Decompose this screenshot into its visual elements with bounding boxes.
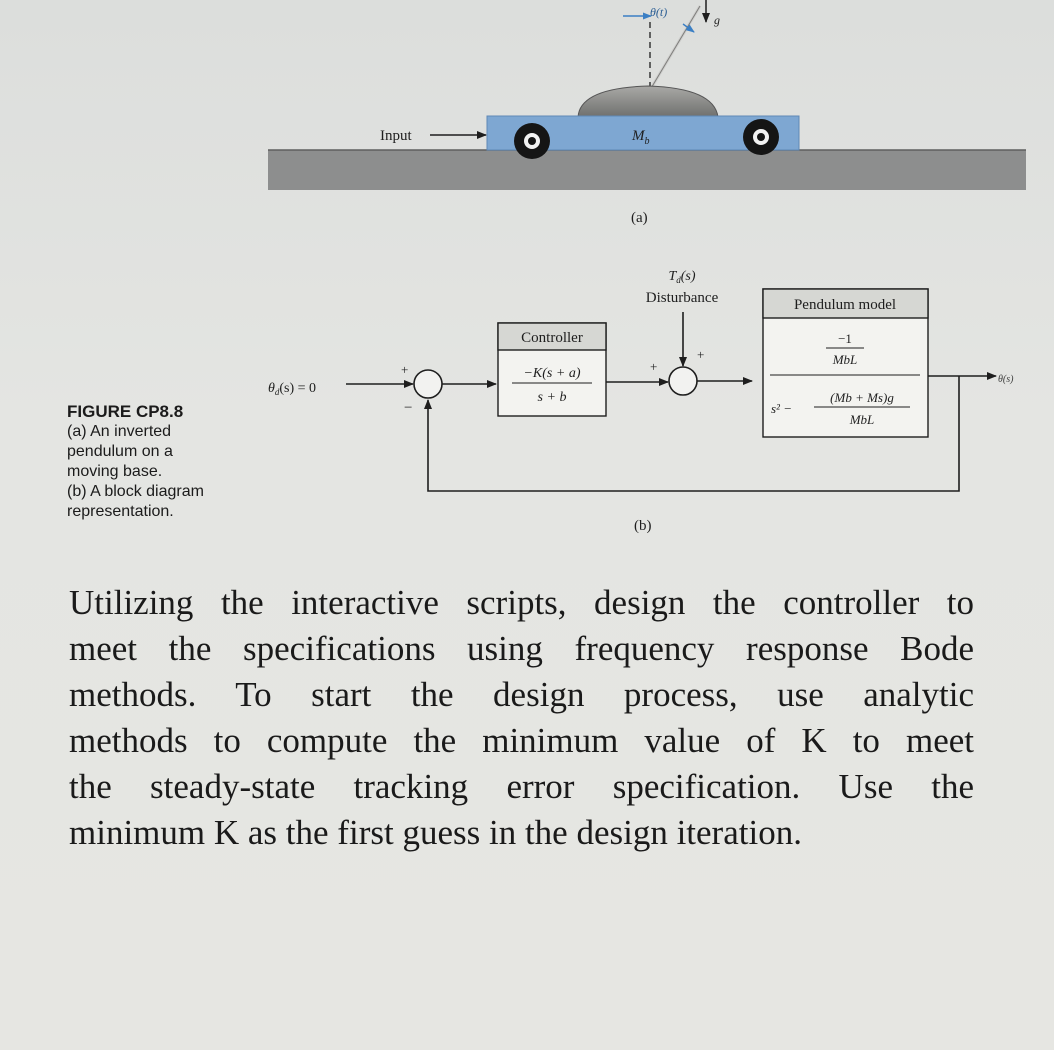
paragraph-line: Utilizing the interactive scripts, desig… xyxy=(69,583,974,622)
caption-line: (a) An inverted xyxy=(67,423,172,440)
paragraph-line: methods to compute the minimum value of … xyxy=(69,721,974,760)
input-label: Input xyxy=(380,128,412,144)
controller-denominator: s + b xyxy=(538,390,567,405)
feedback-path xyxy=(424,376,960,492)
sublabel-b: (b) xyxy=(634,518,652,534)
plant-numerator-top: −1 xyxy=(838,331,852,346)
cart-wheel-left xyxy=(514,123,550,159)
pendulum-model-title: Pendulum model xyxy=(794,297,896,313)
block-diagram: θd(s) = 0 + − Controller −K(s + a) s + b… xyxy=(268,269,1014,534)
caption-line: (b) A block diagram xyxy=(67,483,204,500)
disturbance-label: Disturbance xyxy=(646,290,719,306)
controller-numerator: −K(s + a) xyxy=(523,366,580,381)
pendulum-cart-illustration: Mb Input θ(t) g (a) xyxy=(268,0,1026,226)
reference-input-label: θd(s) = 0 xyxy=(268,381,316,397)
plant-denominator-numerator: (Mb + Ms)g xyxy=(830,390,894,405)
caption-line: moving base. xyxy=(67,463,163,480)
ground-surface xyxy=(268,150,1026,190)
figure-cp8-8: Mb Input θ(t) g (a) xyxy=(268,0,1026,534)
controller-title: Controller xyxy=(521,330,583,346)
cart-wheel-right xyxy=(743,119,779,155)
paragraph-line: meet the specifications using frequency … xyxy=(69,629,974,668)
problem-paragraph: Utilizing the interactive scripts, desig… xyxy=(69,580,974,856)
pendulum-direction-arrow xyxy=(682,23,695,33)
theta-t-label: θ(t) xyxy=(650,5,667,19)
sum1-plus-sign: + xyxy=(401,362,408,377)
figure-caption: FIGURE CP8.8 (a) An inverted pendulum on… xyxy=(67,402,267,522)
figure-caption-title: FIGURE CP8.8 xyxy=(67,402,184,421)
pendulum-base-dome xyxy=(577,85,719,118)
summing-junction-disturbance xyxy=(668,366,698,396)
paragraph-line: methods. To start the design process, us… xyxy=(69,675,974,714)
summing-junction-error xyxy=(413,369,443,399)
sum2-plus-top-sign: + xyxy=(697,347,704,362)
gravity-label: g xyxy=(714,13,720,27)
paragraph-line: minimum K as the first guess in the desi… xyxy=(69,813,802,852)
caption-line: pendulum on a xyxy=(67,443,173,460)
caption-line: representation. xyxy=(67,503,174,520)
mass-label: Mb xyxy=(631,128,650,147)
output-label: θ(s) xyxy=(998,374,1014,385)
sublabel-a: (a) xyxy=(631,210,648,226)
sum1-minus-sign: − xyxy=(404,400,412,416)
plant-denominator-prefix: s² − xyxy=(771,401,792,416)
plant-numerator-bottom: MbL xyxy=(832,352,858,367)
paragraph-line: the steady-state tracking error specific… xyxy=(69,767,974,806)
plant-denominator-denominator: MbL xyxy=(849,412,875,427)
disturbance-symbol: Td(s) xyxy=(668,269,695,285)
sum2-plus-left-sign: + xyxy=(650,359,657,374)
